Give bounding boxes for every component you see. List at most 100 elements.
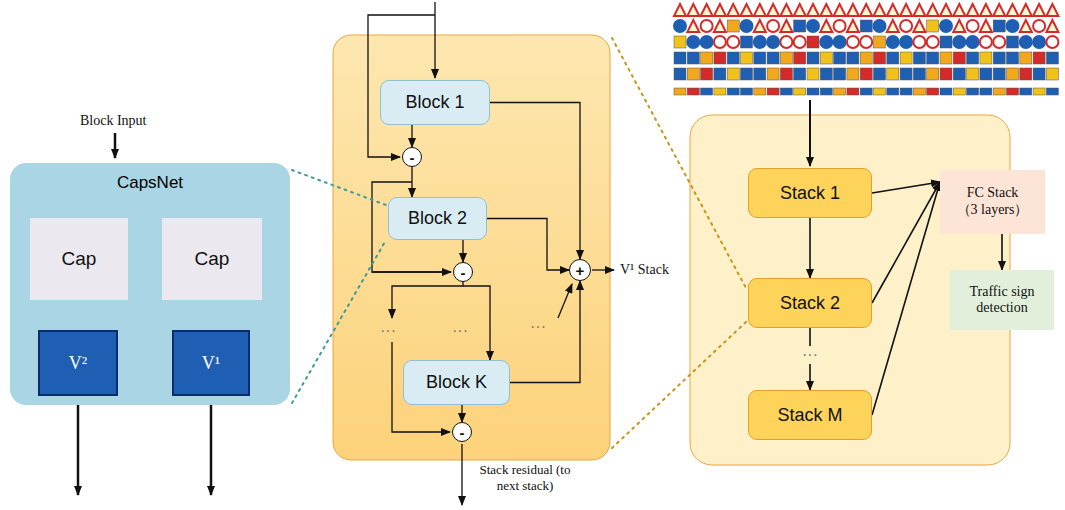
traffic-sign-icon (820, 36, 832, 48)
stack-panel (333, 35, 610, 460)
traffic-sign-icon (900, 68, 912, 80)
traffic-sign-icon (701, 36, 713, 48)
traffic-sign-icon (1007, 68, 1019, 80)
connector-arrow (411, 125, 412, 147)
traffic-sign-icon (701, 52, 713, 64)
traffic-sign-icon (794, 88, 806, 95)
traffic-sign-icon (967, 68, 979, 80)
traffic-sign-icon (1007, 52, 1019, 64)
traffic-sign-icon (874, 52, 886, 64)
traffic-sign-icon (1046, 36, 1058, 48)
traffic-sign-icon (687, 52, 699, 64)
ellipsis-label: ··· (380, 322, 396, 340)
ellipsis-label: ··· (452, 322, 468, 340)
traffic-sign-icon (727, 20, 739, 32)
traffic-sign-icon (927, 88, 939, 95)
traffic-sign-icon (727, 36, 739, 48)
connector-arrow (462, 240, 463, 262)
node-text: - (461, 265, 466, 280)
sum-node: + (569, 259, 591, 281)
traffic-sign-icon (1007, 4, 1019, 16)
traffic-sign-icon (754, 52, 766, 64)
node-text: Block 1 (405, 92, 464, 113)
traffic-sign-icon (674, 4, 686, 16)
traffic-sign-icon (967, 36, 979, 48)
subtract-node: - (402, 147, 422, 167)
traffic-sign-icon (993, 52, 1005, 64)
block-box: Block 1 (380, 80, 490, 125)
traffic-sign-icon (860, 88, 872, 95)
traffic-sign-icon (993, 88, 1005, 95)
traffic-sign-icon (714, 52, 726, 64)
traffic-sign-icon (874, 36, 886, 48)
traffic-sign-icon (767, 68, 779, 80)
traffic-sign-icon (780, 36, 792, 48)
traffic-sign-icon (927, 36, 939, 48)
node-text: + (576, 263, 585, 278)
connector-arrow (872, 182, 940, 303)
connector-arrow (872, 182, 940, 193)
node-text: FC Stack (967, 185, 1019, 201)
traffic-sign-icon (913, 52, 925, 64)
traffic-sign-icon (714, 36, 726, 48)
traffic-sign-icon (1007, 88, 1019, 95)
traffic-sign-icon (727, 52, 739, 64)
traffic-sign-icon (913, 36, 925, 48)
traffic-sign-icon (900, 52, 912, 64)
traffic-sign-icon (887, 68, 899, 80)
traffic-sign-icon (687, 68, 699, 80)
traffic-sign-icon (927, 52, 939, 64)
traffic-sign-icon (860, 20, 872, 32)
traffic-sign-icon (767, 36, 779, 48)
node-text: - (460, 425, 465, 440)
traffic-sign-icon (834, 52, 846, 64)
traffic-sign-icon (794, 52, 806, 64)
traffic-sign-icon (834, 68, 846, 80)
traffic-sign-icon (701, 20, 713, 32)
traffic-sign-icon (754, 88, 766, 95)
traffic-sign-icon (900, 88, 912, 95)
traffic-sign-icon (687, 20, 699, 32)
traffic-sign-icon (754, 20, 766, 32)
subtract-node: - (452, 422, 472, 442)
traffic-sign-icon (741, 88, 753, 95)
traffic-sign-icon (860, 68, 872, 80)
traffic-sign-icon (1033, 68, 1045, 80)
traffic-sign-icon (807, 36, 819, 48)
traffic-sign-icon (807, 20, 819, 32)
traffic-sign-icon (1007, 20, 1019, 32)
traffic-sign-icon (927, 20, 939, 32)
traffic-sign-icon (714, 88, 726, 95)
traffic-sign-icon (754, 68, 766, 80)
traffic-sign-icon (887, 20, 899, 32)
traffic-sign-icon (1046, 4, 1058, 16)
traffic-sign-icon (860, 4, 872, 16)
traffic-sign-icon (940, 88, 952, 95)
node-text: Block K (426, 372, 487, 393)
connector-arrow (1001, 234, 1003, 270)
node-text: Cap (62, 248, 97, 270)
traffic-sign-icon (953, 52, 965, 64)
traffic-sign-icon (940, 68, 952, 80)
traffic-sign-icon (1020, 20, 1032, 32)
traffic-sign-icon (900, 36, 912, 48)
traffic-sign-icon (727, 88, 739, 95)
traffic-sign-icon (714, 20, 726, 32)
traffic-sign-icon (674, 88, 686, 95)
traffic-sign-icon (940, 4, 952, 16)
connector-arrow (490, 103, 580, 260)
traffic-sign-icon (820, 68, 832, 80)
traffic-sign-icon (674, 20, 686, 32)
node-text: Stack 1 (780, 183, 840, 204)
zoom-leaders (292, 38, 746, 448)
traffic-sign-icon (993, 4, 1005, 16)
block-box: Block 2 (388, 197, 487, 240)
traffic-sign-icon (1033, 20, 1045, 32)
traffic-sign-icon (727, 4, 739, 16)
traffic-sign-icon (847, 4, 859, 16)
traffic-sign-icon (1033, 4, 1045, 16)
traffic-sign-icon (874, 68, 886, 80)
traffic-sign-icon (1046, 52, 1058, 64)
traffic-sign-icon (687, 4, 699, 16)
